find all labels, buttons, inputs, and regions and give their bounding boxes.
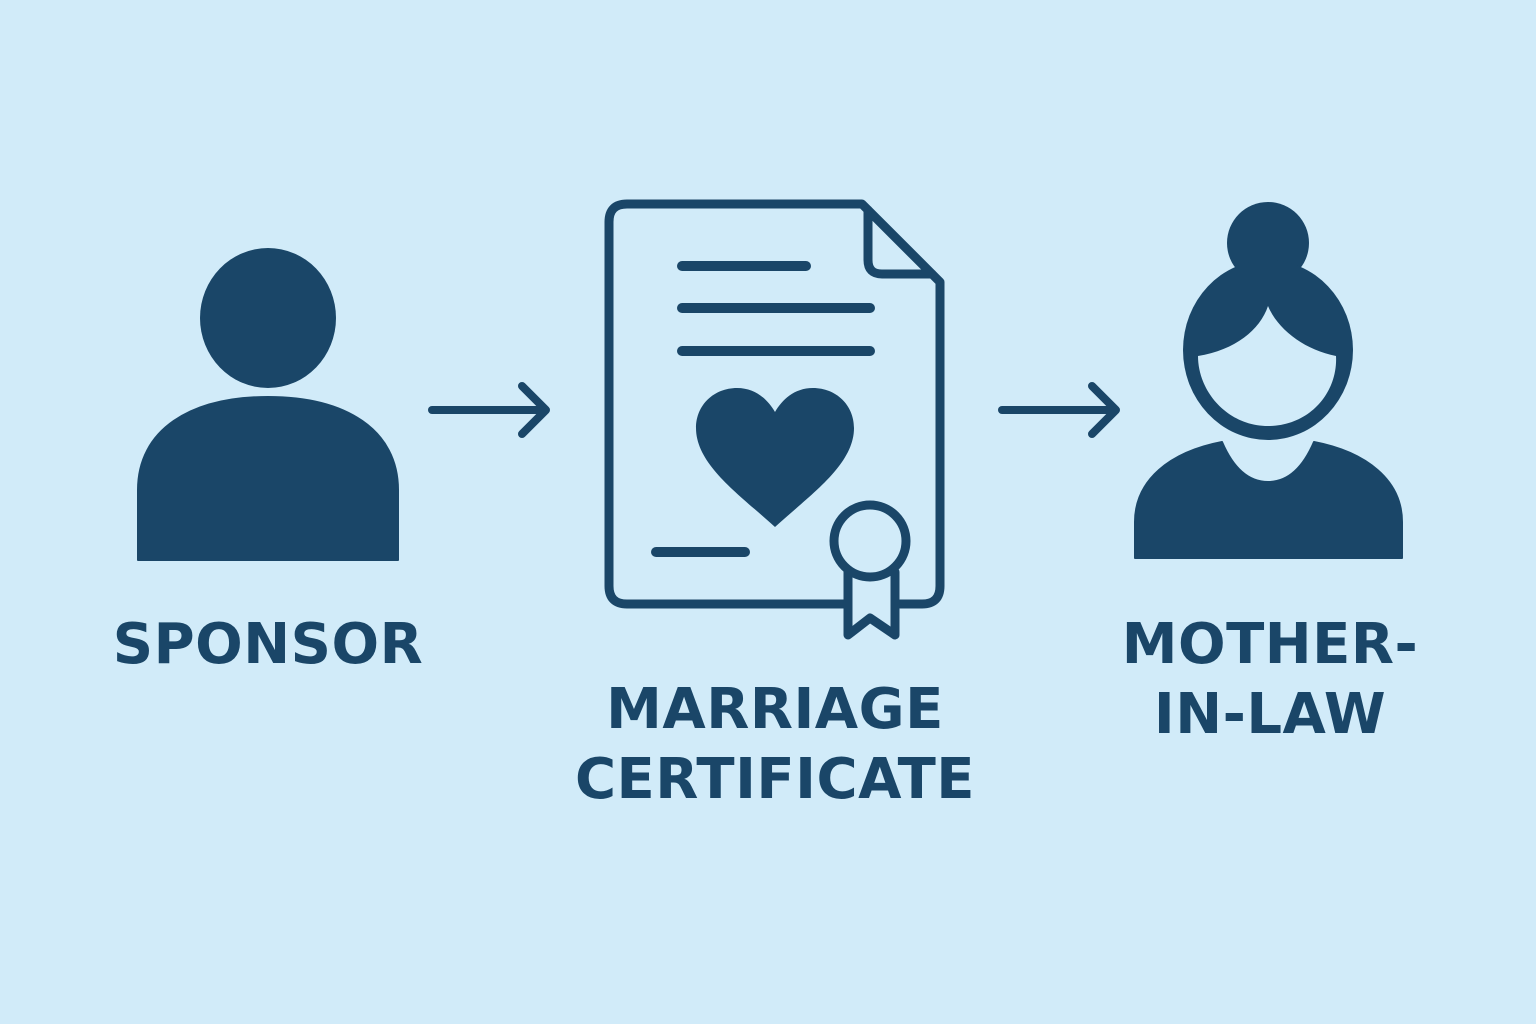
certificate-icon [604, 199, 945, 640]
label-line: SPONSOR [112, 612, 424, 677]
sponsor-label: SPONSOR [88, 610, 448, 680]
arrow-right-icon [998, 382, 1120, 438]
label-line: MARRIAGE [606, 677, 944, 742]
marriage-certificate-label: MARRIAGE CERTIFICATE [555, 675, 995, 815]
person-icon [137, 248, 399, 561]
woman-with-bun-icon [1134, 202, 1403, 559]
arrow-right-icon [428, 382, 550, 438]
mother-in-law-label: MOTHER- IN-LAW [1090, 610, 1450, 750]
label-line: CERTIFICATE [574, 747, 976, 812]
label-line: MOTHER- [1121, 612, 1419, 677]
label-line: IN-LAW [1153, 682, 1387, 747]
